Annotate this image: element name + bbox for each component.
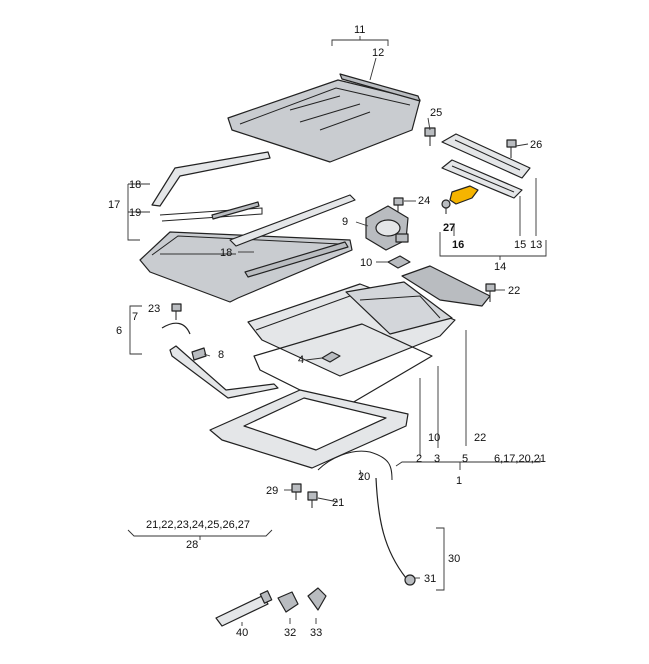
label-20: 20 bbox=[358, 471, 370, 483]
inner-seal-3 bbox=[253, 323, 433, 411]
label-25: 25 bbox=[430, 107, 442, 119]
label-29: 29 bbox=[266, 485, 278, 497]
label-28-list: 21,22,23,24,25,26,27 bbox=[146, 519, 250, 531]
wire-harness-20 bbox=[317, 450, 393, 481]
hose-end-31 bbox=[404, 574, 416, 586]
seal-strip-12 bbox=[339, 73, 421, 102]
label-10-bottom: 10 bbox=[428, 432, 440, 444]
label-18-bottom: 18 bbox=[220, 247, 232, 259]
screw-27-icon bbox=[441, 199, 451, 214]
screw-29-icon bbox=[291, 483, 302, 500]
label-32: 32 bbox=[284, 627, 296, 639]
cover-plate bbox=[401, 265, 491, 307]
sunroof-frame bbox=[247, 281, 456, 377]
drain-hose-30 bbox=[375, 477, 407, 579]
label-24: 24 bbox=[418, 195, 430, 207]
label-2: 2 bbox=[416, 453, 422, 465]
label-19: 19 bbox=[129, 207, 141, 219]
label-26: 26 bbox=[530, 139, 542, 151]
label-11: 11 bbox=[354, 24, 365, 36]
front-panel-assembly bbox=[139, 151, 356, 303]
callout-labels: 11 12 25 26 18 17 19 24 9 27 16 15 13 18… bbox=[108, 24, 546, 639]
label-22-top: 22 bbox=[508, 285, 520, 297]
label-9: 9 bbox=[342, 216, 348, 228]
label-31: 31 bbox=[424, 573, 436, 585]
hose-7 bbox=[161, 322, 191, 335]
screw-23-icon bbox=[171, 303, 182, 320]
grease-tube-40 bbox=[215, 590, 273, 627]
label-18-top: 18 bbox=[129, 179, 141, 191]
screw-25-icon bbox=[424, 127, 436, 146]
leader-lines bbox=[127, 36, 547, 626]
label-7: 7 bbox=[132, 311, 138, 323]
screw-26-icon bbox=[506, 139, 517, 158]
label-21-lower: 21 bbox=[332, 497, 344, 509]
clip-8 bbox=[191, 347, 207, 361]
label-22-bottom: 22 bbox=[474, 432, 486, 444]
highlighted-part-16 bbox=[449, 185, 479, 205]
label-33: 33 bbox=[310, 627, 322, 639]
clip-33 bbox=[307, 587, 327, 611]
label-23: 23 bbox=[148, 303, 160, 315]
label-10-top: 10 bbox=[360, 257, 372, 269]
label-6: 6 bbox=[116, 325, 122, 337]
label-12: 12 bbox=[372, 47, 384, 59]
label-13: 13 bbox=[530, 239, 542, 251]
label-28: 28 bbox=[186, 539, 198, 551]
drive-motor bbox=[365, 205, 409, 251]
clip-10 bbox=[387, 255, 411, 269]
screw-21-icon bbox=[307, 491, 318, 508]
seal-6 bbox=[169, 345, 279, 399]
label-6-17-20-21: 6,17,20,21 bbox=[494, 453, 546, 465]
label-15: 15 bbox=[514, 239, 526, 251]
label-3: 3 bbox=[434, 453, 440, 465]
label-17: 17 bbox=[108, 199, 120, 211]
label-16-highlight: 16 bbox=[452, 239, 464, 251]
label-5: 5 bbox=[462, 453, 468, 465]
screw-22-icon bbox=[485, 283, 496, 302]
glass-panel bbox=[227, 79, 421, 163]
rear-rail-set bbox=[441, 133, 531, 199]
clip-4 bbox=[321, 351, 341, 363]
label-1: 1 bbox=[456, 475, 462, 487]
clip-32 bbox=[277, 591, 299, 613]
label-40: 40 bbox=[236, 627, 248, 639]
label-8: 8 bbox=[218, 349, 224, 361]
label-4: 4 bbox=[298, 354, 304, 366]
lower-frame bbox=[209, 389, 409, 469]
label-27-highlight: 27 bbox=[443, 222, 455, 234]
label-14: 14 bbox=[494, 261, 506, 273]
label-30: 30 bbox=[448, 553, 460, 565]
